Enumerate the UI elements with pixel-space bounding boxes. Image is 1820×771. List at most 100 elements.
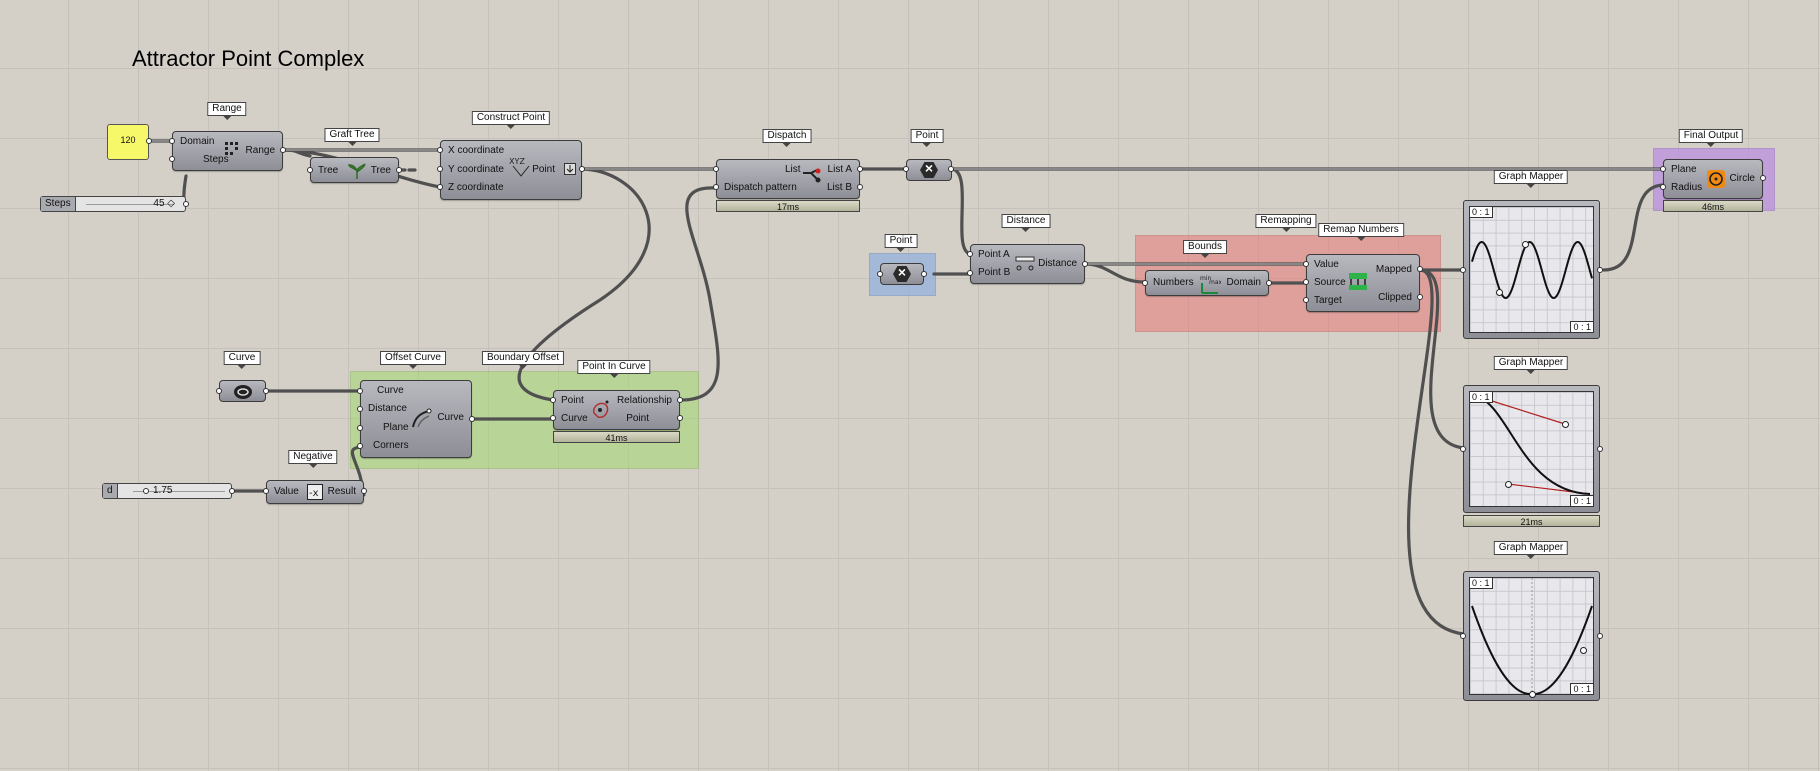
port-dot[interactable] (1417, 266, 1423, 272)
graph-mapper-2-plot[interactable] (1469, 391, 1594, 507)
distance-input-point-a[interactable]: Point A (978, 249, 1010, 260)
port-dot[interactable] (1597, 267, 1603, 273)
point-in-curve-component[interactable]: Point Curve Relationship Point (553, 390, 680, 430)
construct-point-input-y[interactable]: Y coordinate (448, 164, 504, 175)
graph-mapper-1-plot[interactable] (1469, 206, 1594, 333)
port-dot[interactable] (357, 406, 363, 412)
range-output-range[interactable]: Range (245, 145, 275, 156)
point-param-top[interactable] (906, 159, 952, 181)
port-dot[interactable] (1417, 294, 1423, 300)
port-dot[interactable] (361, 488, 367, 494)
circle-component[interactable]: Plane Radius Circle (1663, 159, 1763, 199)
steps-slider[interactable]: Steps 45 ◇ (40, 196, 186, 212)
offset-output-curve[interactable]: Curve (437, 412, 464, 423)
offset-curve-component[interactable]: Curve Distance Plane Corners Curve (360, 380, 472, 458)
negative-input-value[interactable]: Value (274, 486, 299, 497)
port-dot[interactable] (146, 138, 152, 144)
construct-point-component[interactable]: X coordinate Y coordinate Z coordinate X… (440, 140, 582, 200)
port-dot[interactable] (903, 166, 909, 172)
offset-input-distance[interactable]: Distance (368, 403, 407, 414)
graph-handle[interactable] (1561, 420, 1569, 428)
pic-input-point[interactable]: Point (561, 395, 584, 406)
distance-input-point-b[interactable]: Point B (978, 267, 1011, 278)
graph-handle[interactable] (1528, 690, 1536, 698)
d-slider-handle[interactable] (143, 488, 149, 494)
offset-input-corners[interactable]: Corners (373, 440, 409, 451)
offset-input-plane[interactable]: Plane (383, 422, 409, 433)
graph-mapper-3[interactable]: 0 : 1 0 : 1 (1463, 571, 1600, 701)
port-dot[interactable] (550, 397, 556, 403)
port-dot[interactable] (1460, 267, 1466, 273)
remap-input-target[interactable]: Target (1314, 295, 1342, 306)
port-dot[interactable] (357, 425, 363, 431)
port-dot[interactable] (1660, 184, 1666, 190)
pic-output-point[interactable]: Point (626, 413, 649, 424)
bounds-output-domain[interactable]: Domain (1226, 277, 1261, 288)
port-dot[interactable] (1082, 261, 1088, 267)
circle-input-plane[interactable]: Plane (1671, 164, 1697, 175)
port-dot[interactable] (357, 443, 363, 449)
port-dot[interactable] (169, 156, 175, 162)
circle-input-radius[interactable]: Radius (1671, 182, 1703, 193)
construct-point-input-x[interactable]: X coordinate (448, 145, 505, 156)
port-dot[interactable] (677, 397, 683, 403)
port-dot[interactable] (713, 166, 719, 172)
graph-mapper-3-plot[interactable] (1469, 577, 1594, 698)
port-dot[interactable] (229, 488, 235, 494)
port-dot[interactable] (1660, 166, 1666, 172)
port-dot[interactable] (1303, 297, 1309, 303)
d-slider[interactable]: d 1.75 (102, 483, 232, 499)
point-param-left[interactable] (880, 263, 924, 285)
port-dot[interactable] (437, 184, 443, 190)
port-dot[interactable] (857, 184, 863, 190)
port-dot[interactable] (169, 138, 175, 144)
range-input-domain[interactable]: Domain (180, 136, 215, 147)
port-dot[interactable] (1760, 175, 1766, 181)
distance-component[interactable]: Point A Point B Distance (970, 244, 1085, 284)
graph-handle[interactable] (1521, 240, 1529, 248)
remap-input-source[interactable]: Source (1314, 277, 1346, 288)
port-dot[interactable] (469, 416, 475, 422)
dispatch-component[interactable]: List Dispatch pattern List A List B (716, 159, 860, 199)
dispatch-output-list-a[interactable]: List A (827, 164, 852, 175)
port-dot[interactable] (857, 166, 863, 172)
remap-numbers-component[interactable]: Value Source Target Mapped Clipped (1306, 254, 1420, 312)
negative-output-result[interactable]: Result (327, 486, 356, 497)
negative-component[interactable]: Value -x Result (266, 480, 364, 504)
port-dot[interactable] (437, 166, 443, 172)
pic-output-relationship[interactable]: Relationship (616, 395, 672, 406)
steps-slider-track[interactable] (86, 204, 174, 205)
port-dot[interactable] (263, 388, 269, 394)
bounds-input-numbers[interactable]: Numbers (1153, 277, 1194, 288)
port-dot[interactable] (280, 147, 286, 153)
dispatch-input-list[interactable]: List (785, 164, 801, 175)
d-slider-track[interactable] (133, 491, 225, 492)
remap-output-clipped[interactable]: Clipped (1378, 292, 1412, 303)
range-input-steps[interactable]: Steps (203, 154, 229, 165)
port-dot[interactable] (967, 270, 973, 276)
distance-output-distance[interactable]: Distance (1038, 258, 1077, 269)
port-dot[interactable] (948, 166, 954, 172)
dispatch-input-pattern[interactable]: Dispatch pattern (724, 182, 797, 193)
port-dot[interactable] (1266, 280, 1272, 286)
number-panel[interactable]: 120 (107, 124, 149, 160)
graph-handle[interactable] (1504, 480, 1512, 488)
circle-output-circle[interactable]: Circle (1729, 173, 1755, 184)
port-dot[interactable] (550, 415, 556, 421)
graft-tree-output-tree[interactable]: Tree (370, 165, 391, 176)
port-dot[interactable] (713, 184, 719, 190)
offset-input-curve[interactable]: Curve (377, 385, 404, 396)
port-dot[interactable] (1303, 261, 1309, 267)
port-dot[interactable] (357, 388, 363, 394)
port-dot[interactable] (183, 201, 189, 207)
port-dot[interactable] (921, 271, 927, 277)
port-dot[interactable] (967, 251, 973, 257)
port-dot[interactable] (579, 166, 585, 172)
port-dot[interactable] (877, 271, 883, 277)
port-dot[interactable] (1142, 280, 1148, 286)
graft-tree-component[interactable]: Tree Tree (310, 157, 399, 183)
remap-input-value[interactable]: Value (1314, 259, 1339, 270)
construct-point-output-point[interactable]: Point (532, 164, 555, 175)
remap-output-mapped[interactable]: Mapped (1375, 264, 1412, 275)
